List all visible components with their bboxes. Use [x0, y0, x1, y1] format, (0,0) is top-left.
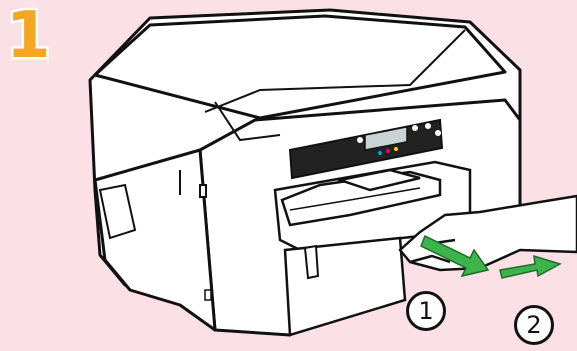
step-number: 1: [6, 4, 51, 68]
pull-arrow-2: [500, 256, 560, 278]
callout-step-1: 1: [406, 291, 446, 331]
callout-step-2: 2: [514, 305, 554, 345]
